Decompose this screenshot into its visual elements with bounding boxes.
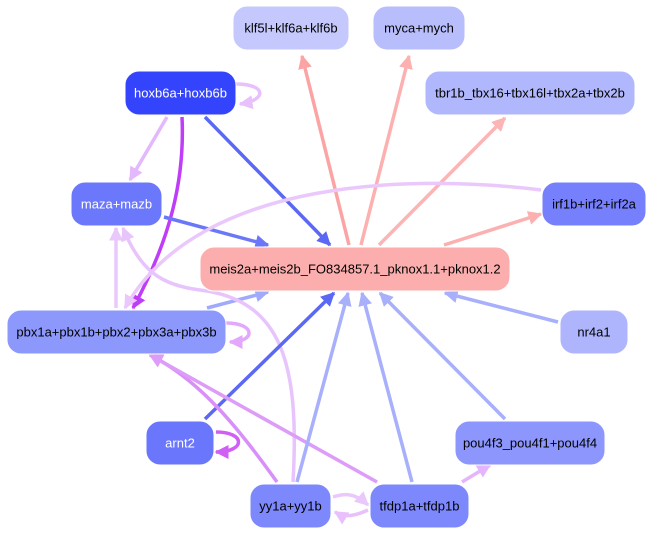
edge-nr4a1-to-meis bbox=[443, 289, 559, 324]
node-box bbox=[249, 483, 332, 529]
edge-pbx-to-pbx bbox=[225, 321, 251, 349]
node-box bbox=[232, 5, 350, 51]
edge-hoxb6-to-hoxb6 bbox=[235, 82, 262, 110]
node-hoxb6[interactable]: hoxb6a+hoxb6b bbox=[124, 70, 237, 116]
edge-meis-to-irf bbox=[443, 211, 543, 247]
node-label: yy1a+yy1b bbox=[259, 499, 322, 514]
edge-yy1-to-tfdp bbox=[332, 491, 370, 507]
node-arnt2[interactable]: arnt2 bbox=[145, 420, 215, 466]
edge-meis-to-tbr1 bbox=[377, 116, 507, 247]
node-box bbox=[145, 420, 215, 466]
node-box bbox=[70, 181, 163, 227]
node-tbr1[interactable]: tbr1b_tbx16+tbx16l+tbx2a+tbx2b bbox=[424, 70, 636, 116]
node-pbx[interactable]: pbx1a+pbx1b+pbx2+pbx3a+pbx3b bbox=[6, 309, 227, 355]
node-maza[interactable]: maza+mazb bbox=[70, 181, 163, 227]
edge-tfdp-to-pou4f bbox=[461, 463, 492, 484]
node-box bbox=[199, 246, 511, 292]
node-label: pbx1a+pbx1b+pbx2+pbx3a+pbx3b bbox=[16, 325, 216, 340]
node-label: maza+mazb bbox=[81, 197, 152, 212]
edge-yy1-to-meis bbox=[295, 291, 352, 483]
edge-arnt2-to-meis bbox=[203, 291, 336, 421]
node-label: hoxb6a+hoxb6b bbox=[134, 86, 227, 101]
node-box bbox=[541, 181, 647, 227]
nodes-layer: klf5l+klf6a+klf6b myca+mych hoxb6a+hoxb6b t… bbox=[6, 5, 647, 529]
node-label: nr4a1 bbox=[577, 325, 610, 340]
node-myc[interactable]: myca+mych bbox=[372, 5, 466, 51]
edge-pou4f-to-meis bbox=[378, 291, 507, 421]
node-label: klf5l+klf6a+klf6b bbox=[244, 21, 337, 36]
edge-maza-to-meis bbox=[163, 215, 270, 249]
edges-layer bbox=[109, 54, 559, 525]
node-label: pou4f3_pou4f1+pou4f4 bbox=[463, 436, 597, 451]
node-meis[interactable]: meis2a+meis2b_FO834857.1_pknox1.1+pknox1… bbox=[199, 246, 511, 292]
node-label: meis2a+meis2b_FO834857.1_pknox1.1+pknox1… bbox=[209, 262, 500, 277]
node-label: irf1b+irf2+irf2a bbox=[552, 197, 637, 212]
edge-irf-to-pbx bbox=[123, 181, 542, 310]
node-label: tbr1b_tbx16+tbx16l+tbx2a+tbx2b bbox=[435, 86, 625, 101]
node-label: tfdp1a+tfdp1b bbox=[380, 499, 460, 514]
node-yy1[interactable]: yy1a+yy1b bbox=[249, 483, 332, 529]
edge-tfdp-to-yy1 bbox=[333, 508, 369, 525]
node-box bbox=[454, 420, 606, 466]
edge-hoxb6-to-pbx bbox=[131, 116, 185, 310]
edge-meis-to-klf bbox=[298, 54, 351, 246]
node-box bbox=[124, 70, 237, 116]
node-box bbox=[424, 70, 636, 116]
node-box bbox=[559, 309, 629, 355]
node-label: arnt2 bbox=[165, 436, 195, 451]
node-nr4a1[interactable]: nr4a1 bbox=[559, 309, 629, 355]
node-pou4f[interactable]: pou4f3_pou4f1+pou4f4 bbox=[454, 420, 606, 466]
edge-arnt2-to-arnt2 bbox=[214, 430, 240, 459]
edge-hoxb6-to-maza bbox=[128, 116, 169, 182]
edge-tfdp-to-pbx bbox=[148, 353, 378, 484]
edge-meis-to-myc bbox=[359, 54, 413, 246]
node-box bbox=[6, 309, 227, 355]
edge-yy1-to-maza bbox=[121, 226, 297, 483]
node-tfdp[interactable]: tfdp1a+tfdp1b bbox=[369, 483, 470, 529]
node-box bbox=[369, 483, 470, 529]
node-klf[interactable]: klf5l+klf6a+klf6b bbox=[232, 5, 350, 51]
edge-tfdp-to-meis bbox=[358, 291, 414, 483]
node-irf[interactable]: irf1b+irf2+irf2a bbox=[541, 181, 647, 227]
edge-hoxb6-to-meis bbox=[203, 115, 332, 247]
node-label: myca+mych bbox=[384, 21, 454, 36]
node-box bbox=[372, 5, 466, 51]
